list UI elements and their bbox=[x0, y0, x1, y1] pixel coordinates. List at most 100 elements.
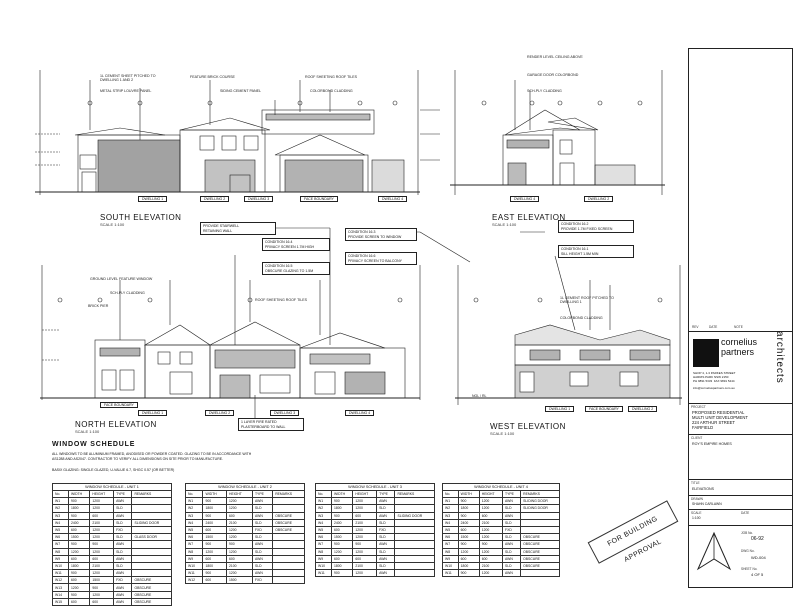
note-box-e: CONDITION 16.6 PRIVACY SCREEN TO BALCONY bbox=[345, 252, 417, 265]
tag-north-dwelling-4: DWELLING 4 bbox=[345, 410, 375, 416]
job-label: JOB No. bbox=[741, 531, 754, 535]
firm-address: SHOP 4, 1-3 PARKES STREET HARRIS PARK NS… bbox=[693, 371, 736, 383]
schedule-cell: W8 bbox=[184, 547, 204, 556]
dwg-number: WD-004 bbox=[751, 555, 766, 560]
schedule-cell: SLD bbox=[376, 547, 396, 556]
north-elevation-scale: SCALE 1:100 bbox=[75, 429, 100, 434]
schedule-cell: FXD bbox=[251, 576, 274, 585]
schedule-cell: W4 bbox=[315, 518, 332, 527]
firm-email: info@corneliuspartners.com.au bbox=[693, 386, 735, 390]
schedule-cell bbox=[272, 547, 305, 556]
schedule-cell: 2100 bbox=[478, 561, 504, 571]
schedule-header-cell: No. bbox=[315, 489, 332, 499]
schedule-header-cell: WIDTH bbox=[202, 489, 227, 499]
schedule-cell: W3 bbox=[184, 511, 204, 520]
schedule-cell: AWN bbox=[376, 569, 396, 578]
schedule-cell bbox=[272, 497, 305, 506]
tag-north-dwelling-3: DWELLING 3 bbox=[270, 410, 300, 416]
schedule-cell: W11 bbox=[442, 569, 459, 578]
callout-south-1: 1L CEMENT SHEET PITCHED TO DWELLING 1 AN… bbox=[100, 74, 156, 83]
schedule-cell: OBSCURE bbox=[520, 547, 560, 556]
schedule-cell: 900 bbox=[330, 569, 354, 578]
schedule-cell: AWN bbox=[502, 540, 522, 549]
schedule-cell: 1200 bbox=[478, 504, 504, 513]
window-schedule-note-2: BASIX GLAZING: SINGLE GLAZED, U-VALUE 6.… bbox=[52, 468, 175, 472]
schedule-header-cell: HEIGHT bbox=[89, 489, 115, 499]
schedule-cell: SLD bbox=[251, 518, 274, 527]
schedule-cell: W7 bbox=[442, 540, 459, 549]
callout-south-3: ROOF SHEETING ROOF TILES bbox=[305, 75, 358, 79]
schedule-cell: SLD bbox=[376, 518, 396, 527]
schedule-cell: 1500 bbox=[457, 533, 480, 542]
schedule-cell: W2 bbox=[442, 504, 459, 513]
schedule-cell bbox=[394, 547, 435, 556]
dwg-label: DWG No. bbox=[741, 549, 755, 553]
schedule-cell: W12 bbox=[52, 576, 69, 585]
client-name: ROY'S EMPIRE HOMES bbox=[692, 442, 732, 446]
schedule-cell: 600 bbox=[202, 576, 227, 585]
schedule-cell: W8 bbox=[52, 547, 69, 556]
schedule-cell: 900 bbox=[202, 569, 227, 578]
note-box-b: CONDITION 16.4 PRIVACY SCREEN 1.7M HIGH bbox=[262, 238, 330, 251]
schedule-cell: AWN bbox=[502, 569, 522, 578]
schedule-header-cell: HEIGHT bbox=[352, 489, 378, 499]
east-elevation-scale: SCALE 1:100 bbox=[492, 222, 517, 227]
drawn-label: DRAWN bbox=[691, 497, 703, 501]
schedule-cell: 1800 bbox=[330, 561, 354, 571]
schedule-cell: 900 bbox=[330, 497, 354, 506]
schedule-cell bbox=[394, 561, 435, 571]
schedule-cell: 600 bbox=[226, 554, 253, 563]
window-schedule-note-1: ALL WINDOWS TO BE ALUMINIUM FRAMED, ANOD… bbox=[52, 452, 252, 461]
schedule-cell: 1200 bbox=[352, 497, 378, 506]
schedule-cell: 1200 bbox=[202, 547, 227, 556]
schedule-header-cell: TYPE bbox=[251, 489, 274, 499]
schedule-header-cell: WIDTH bbox=[457, 489, 480, 499]
schedule-cell: W10 bbox=[442, 561, 459, 571]
schedule-cell: W5 bbox=[184, 525, 204, 535]
schedule-cell: AWN bbox=[251, 569, 274, 578]
schedule-cell: 600 bbox=[352, 554, 378, 563]
note-box-h: 1 LAYER FIRE RATED PLASTERBOARD TO WALL bbox=[238, 418, 304, 431]
schedule-cell: FXD bbox=[113, 525, 133, 535]
callout-south-4: METAL STRIP LOUVRE PANEL bbox=[100, 89, 152, 93]
schedule-cell bbox=[520, 525, 560, 535]
schedule-cell: SLD bbox=[251, 561, 274, 571]
schedule-cell: 1800 bbox=[67, 504, 91, 513]
job-number: 06-92 bbox=[751, 536, 764, 542]
schedule-cell: SLIDING DOOR bbox=[394, 511, 435, 520]
schedule-cell: AWN bbox=[113, 597, 133, 606]
schedule-header-cell: TYPE bbox=[502, 489, 522, 499]
schedule-cell: 1800 bbox=[457, 561, 480, 571]
schedule-header-cell: REMARKS bbox=[131, 489, 172, 499]
schedule-cell: 600 bbox=[330, 554, 354, 563]
tag-west-dwelling-1: DWELLING 1 bbox=[545, 406, 575, 412]
schedule-cell: 1500 bbox=[330, 533, 354, 542]
schedule-cell: SLD bbox=[502, 561, 522, 571]
schedule-cell: 900 bbox=[352, 540, 378, 549]
callout-north-2: SCH-PLY CLADDING bbox=[110, 291, 145, 295]
schedule-cell: 2100 bbox=[89, 561, 115, 571]
schedule-cell: 900 bbox=[67, 540, 91, 549]
note-box-d: CONDITION 16.3 PROVIDE SCREEN TO WINDOW bbox=[345, 228, 417, 241]
schedule-cell: 1200 bbox=[89, 525, 115, 535]
schedule-cell: AWN bbox=[376, 554, 396, 563]
callout-north-1: GROUND LEVEL FEATURE WINDOW bbox=[90, 277, 153, 281]
